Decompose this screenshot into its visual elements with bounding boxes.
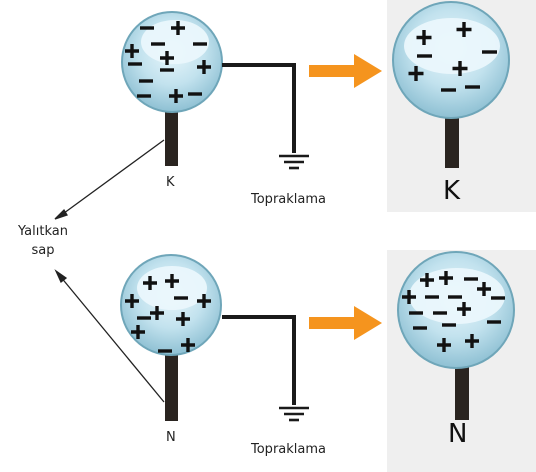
top-right-charges [408,22,497,92]
bottom-ground-symbol [279,406,309,422]
top-right-stem [445,104,459,168]
bottom-left-letter: N [166,430,176,445]
top-right-letter: K [443,176,461,206]
top-left-sphere [121,11,223,113]
top-right-sphere [392,1,510,119]
bottom-left-sphere [120,254,222,356]
bottom-left-charges [125,274,211,353]
bottom-ground-wire [222,315,296,405]
bottom-ground-label: Topraklama [251,442,326,457]
bottom-left-stem [165,344,178,421]
bottom-right-charges [402,271,505,352]
top-left-letter: K [166,175,175,190]
top-ground-symbol [279,154,309,170]
top-ground-label: Topraklama [251,192,326,207]
bottom-right-letter: N [448,419,468,449]
bottom-right-sphere [397,251,515,369]
insulator-label-line1: Yalıtkan [18,224,68,239]
insulator-label: Yalıtkan sap [18,222,68,260]
top-ground-wire [222,63,296,153]
top-left-stem [165,104,178,166]
bottom-transition-arrow [309,306,382,340]
insulator-label-line2: sap [31,243,55,258]
insulator-pointers [54,139,165,403]
top-transition-arrow [309,54,382,88]
top-left-charges [125,21,211,103]
bottom-right-stem [455,354,469,420]
